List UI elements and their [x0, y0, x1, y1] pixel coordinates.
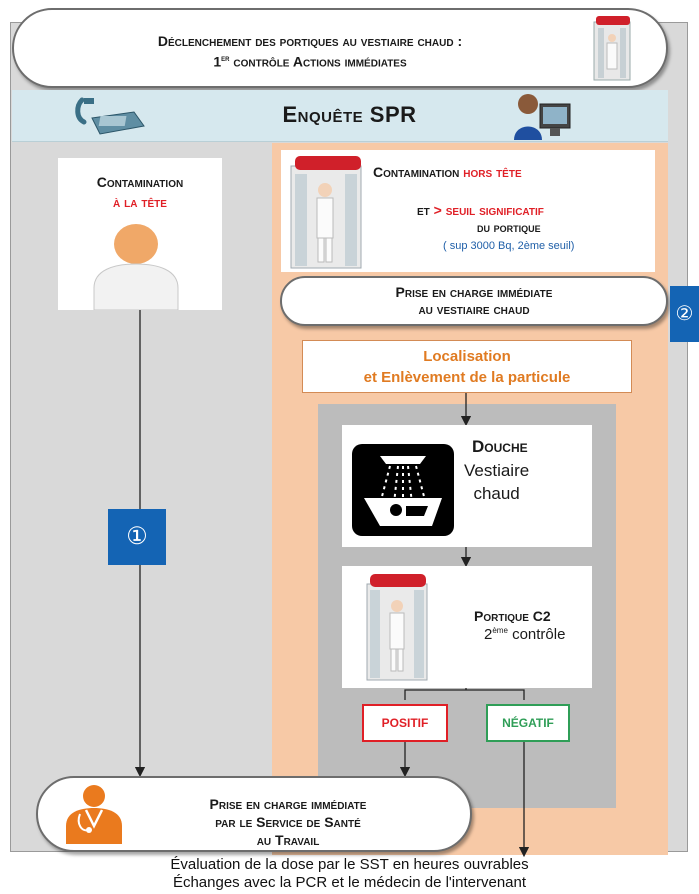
c2-sub: 2ème contrôle [484, 626, 565, 643]
user-computer-icon [514, 94, 571, 140]
left-card-line1: Contamination [96, 174, 184, 190]
contam-line1: Contamination hors tête [373, 164, 522, 180]
result-positif: POSITIF [362, 704, 448, 742]
doctor-icon [66, 785, 122, 844]
douche-title: Douche [472, 437, 528, 456]
douche-line2: chaud [473, 484, 520, 503]
contam-line2-red: > seuil significatif [433, 202, 544, 218]
person-silhouette-icon [93, 224, 179, 310]
result-negatif: NÉGATIF [486, 704, 570, 742]
contam-line1-red: hors tête [463, 164, 522, 180]
banner-line1: Déclenchement des portiques au vestiaire… [157, 33, 463, 49]
enquete-title: Enquête SPR [282, 102, 417, 127]
c2-sub-pre: 2 [484, 626, 493, 643]
banner-line2-pre: 1 [213, 53, 222, 70]
douche-line1: Vestiaire [464, 461, 530, 480]
prise-line1: Prise en charge immédiate [395, 284, 553, 300]
contam-line4: ( sup 3000 Bq, 2ème seuil) [443, 240, 575, 252]
portique-icon [290, 156, 362, 269]
sst-line1: Prise en charge immédiate [209, 796, 367, 812]
footer-note: Évaluation de la dose par le SST en heur… [0, 856, 699, 892]
contam-line1-black: Contamination [373, 164, 464, 180]
banner-line2-sup: er [221, 54, 230, 63]
local-line2: et Enlèvement de la particule [363, 369, 571, 386]
local-line1: Localisation [423, 348, 511, 365]
douche-sub: Vestiaire chaud [464, 459, 529, 505]
c2-sub-sup: ème [492, 626, 508, 635]
footer-line2: Échanges avec la PCR et le médecin de l'… [172, 874, 527, 891]
portique-icon [593, 16, 631, 81]
immediate-care-vestiaire: Prise en charge immédiate au vestiaire c… [280, 276, 668, 326]
prise-line2: au vestiaire chaud [418, 301, 530, 317]
sst-line3: au Travail [256, 832, 320, 848]
step-badge-2: ② [670, 286, 699, 342]
contam-line2: et > seuil significatif [417, 202, 544, 218]
localisation-box: Localisation et Enlèvement de la particu… [302, 340, 632, 393]
left-card-line2: à la tête [113, 194, 167, 210]
c2-sub-post: contrôle [507, 626, 566, 643]
sst-line2: par le Service de Santé [215, 814, 361, 830]
trigger-banner: Déclenchement des portiques au vestiaire… [12, 8, 668, 88]
banner-line2: 1er contrôle Actions immédiates [54, 50, 566, 71]
shower-icon [352, 444, 454, 536]
c2-title: Portique C2 [474, 608, 551, 624]
banner-line2-post: contrôle Actions immédiates [229, 53, 407, 70]
portique-icon [366, 574, 428, 681]
branch-lines [404, 689, 525, 700]
step-badge-1: ① [108, 509, 166, 565]
contam-line3: du portique [477, 220, 541, 235]
contam-line2-black: et [417, 202, 434, 218]
telephone-icon [75, 97, 145, 135]
footer-line1: Évaluation de la dose par le SST en heur… [170, 856, 529, 873]
